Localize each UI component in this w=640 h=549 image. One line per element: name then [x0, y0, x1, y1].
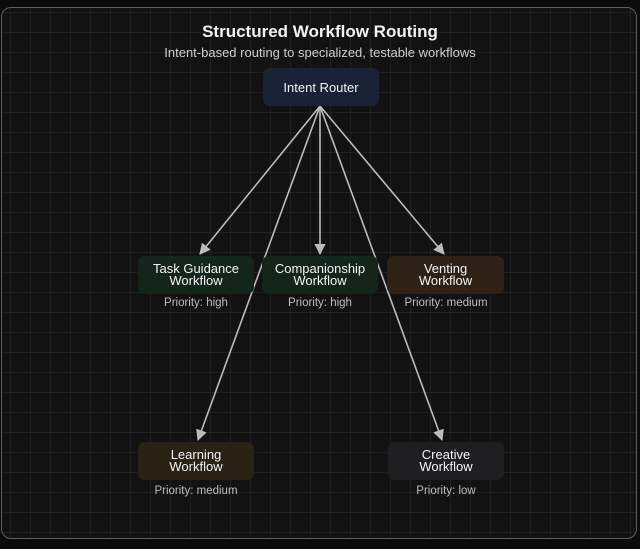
- diagram-subtitle: Intent-based routing to specialized, tes…: [164, 45, 476, 60]
- venting-workflow-node: Venting Workflow: [387, 256, 504, 294]
- companionship-label: Companionship: [274, 261, 366, 276]
- companionship-priority: Priority: high: [288, 297, 352, 309]
- task-guidance-label-line2: Workflow: [169, 273, 223, 288]
- venting-label-line2: Workflow: [418, 273, 473, 288]
- intent-router-label: Intent Router: [283, 79, 359, 95]
- task-guidance-priority: Priority: high: [164, 297, 228, 309]
- task-guidance-workflow-node: Task Guidance Workflow: [138, 256, 254, 294]
- diagram-title: Structured Workflow Routing: [202, 22, 438, 41]
- edge-router-task: [199, 105, 321, 255]
- venting-label: Venting: [423, 261, 468, 276]
- learning-label: Learning: [170, 447, 222, 462]
- intent-router-node: Intent Router: [263, 68, 379, 106]
- venting-priority: Priority: medium: [404, 297, 488, 309]
- task-guidance-label: Task Guidance: [153, 261, 239, 276]
- creative-priority: Priority: low: [416, 485, 476, 497]
- edge-router-learning: [196, 105, 321, 442]
- companionship-label-line2: Workflow: [293, 273, 347, 288]
- edge-router-venting: [319, 105, 445, 255]
- creative-workflow-node: Creative Workflow: [388, 442, 504, 480]
- creative-label-line2: Workflow: [419, 459, 473, 474]
- learning-workflow-node: Learning Workflow: [138, 442, 254, 480]
- learning-priority: Priority: medium: [154, 485, 238, 497]
- companionship-workflow-node: Companionship Workflow: [262, 256, 378, 294]
- creative-label: Creative: [421, 447, 471, 462]
- edge-router-creative: [319, 105, 444, 442]
- learning-label-line2: Workflow: [169, 459, 223, 474]
